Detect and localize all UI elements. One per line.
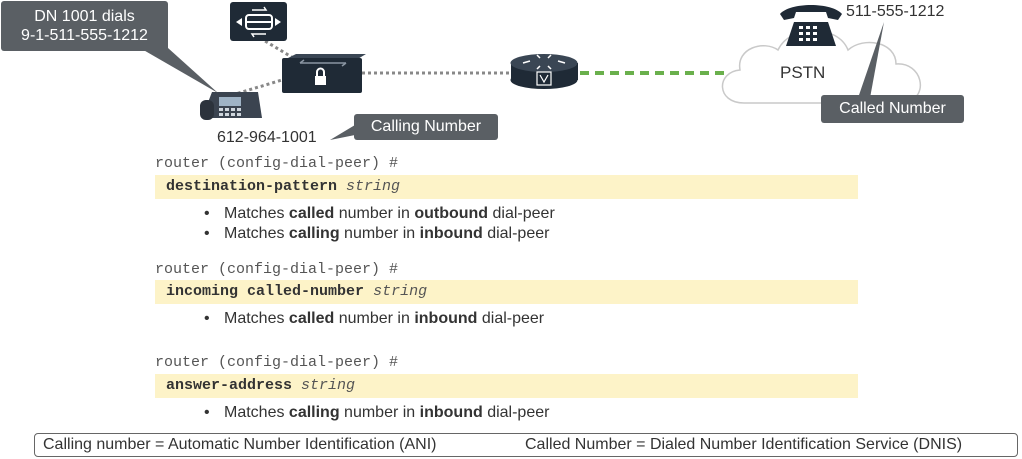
definitions-footer: Calling number = Automatic Number Identi…: [34, 433, 1018, 457]
ani-definition: Calling number = Automatic Number Identi…: [43, 436, 437, 453]
section-3-command: answer-address string: [155, 374, 858, 398]
section-1-bullet-1: •Matches called number in outbound dial-…: [204, 205, 555, 222]
section-2-keyword: incoming called-number: [166, 283, 365, 300]
calling-callout-pointer: [330, 122, 360, 140]
call-manager-icon: [230, 2, 287, 41]
section-1-arg: string: [346, 178, 401, 195]
dnis-definition: Called Number = Dialed Number Identifica…: [525, 436, 963, 453]
topology-diagram: [140, 2, 922, 140]
section-1-command: destination-pattern string: [155, 175, 858, 199]
ip-phone-icon: [200, 92, 262, 120]
section-2-bullet-1: •Matches called number in inbound dial-p…: [204, 310, 545, 327]
pstn-phone-icon: [780, 5, 842, 46]
calling-number-callout: Calling Number: [354, 114, 498, 140]
section-1-prompt: router (config-dial-peer) #: [155, 155, 399, 172]
calling-number-label: 612-964-1001: [217, 129, 317, 146]
section-1-bullet-2: •Matches calling number in inbound dial-…: [204, 225, 550, 242]
section-3-arg: string: [301, 377, 356, 394]
switch-icon: [282, 54, 366, 93]
section-3-prompt: router (config-dial-peer) #: [155, 354, 399, 371]
section-2-arg: string: [373, 283, 428, 300]
section-1-keyword: destination-pattern: [166, 178, 338, 195]
dial-callout: DN 1001 dials 9-1-511-555-1212: [1, 1, 168, 51]
pstn-label: PSTN: [780, 63, 826, 82]
voice-router-icon: [510, 54, 578, 89]
section-3-keyword: answer-address: [166, 377, 293, 394]
dial-callout-line2: 9-1-511-555-1212: [21, 27, 148, 44]
section-2-command: incoming called-number string: [155, 280, 858, 304]
called-callout-pointer: [858, 22, 884, 98]
called-number-label: 511-555-1212: [846, 3, 945, 20]
section-2-prompt: router (config-dial-peer) #: [155, 261, 399, 278]
called-number-callout: Called Number: [821, 95, 964, 123]
dial-callout-pointer: [140, 48, 218, 93]
dial-callout-line1: DN 1001 dials: [34, 8, 135, 25]
section-3-bullet-1: •Matches calling number in inbound dial-…: [204, 404, 550, 421]
